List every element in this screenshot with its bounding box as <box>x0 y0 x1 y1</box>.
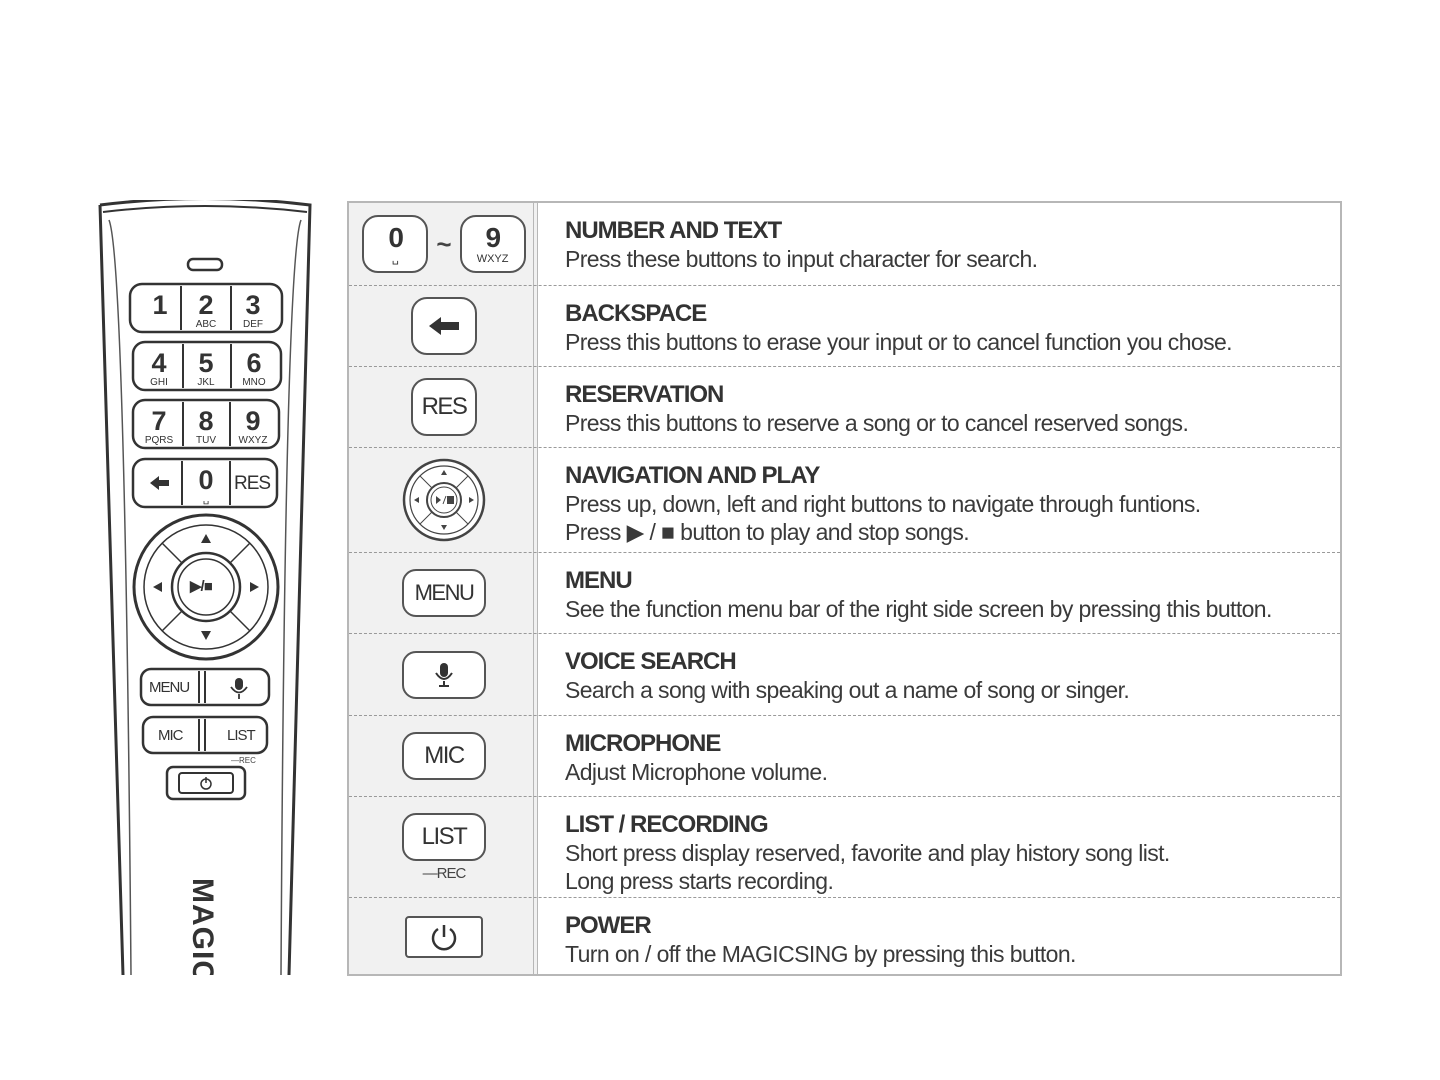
guide-desc: See the function menu bar of the right s… <box>565 596 1272 622</box>
remote-mic-label: MIC <box>158 727 183 744</box>
microphone-icon <box>402 650 486 699</box>
guide-title: MICROPHONE <box>565 730 721 757</box>
guide-title: NAVIGATION AND PLAY <box>565 462 820 489</box>
guide-desc: Press these buttons to input character f… <box>565 246 1038 272</box>
remote-menu-label: MENU <box>149 679 190 696</box>
guide-title: RESERVATION <box>565 381 724 408</box>
menu-button-icon: MENU <box>402 569 486 617</box>
guide-row-voice-search: VOICE SEARCH Search a song with speaking… <box>349 634 1340 716</box>
guide-row-reservation: RES RESERVATION Press this buttons to re… <box>349 367 1340 448</box>
tilde-symbol: ~ <box>436 228 452 259</box>
remote-brand-text: MAGIC <box>186 878 219 975</box>
guide-row-backspace: BACKSPACE Press this buttons to erase yo… <box>349 286 1340 367</box>
guide-desc: Press ▶ / ■ button to play and stop song… <box>565 519 970 545</box>
power-icon <box>405 916 483 958</box>
guide-text: NUMBER AND TEXT Press these buttons to i… <box>565 217 1336 273</box>
guide-desc: Turn on / off the MAGICSING by pressing … <box>565 941 1076 967</box>
guide-row-power: POWER Turn on / off the MAGICSING by pre… <box>349 898 1340 976</box>
backspace-arrow-icon <box>411 297 477 355</box>
guide-title: LIST / RECORDING <box>565 811 769 838</box>
guide-row-microphone: MIC MICROPHONE Adjust Microphone volume. <box>349 716 1340 797</box>
guide-title: MENU <box>565 567 633 594</box>
guide-desc: Press this buttons to erase your input o… <box>565 329 1233 355</box>
guide-row-menu: MENU MENU See the function menu bar of t… <box>349 553 1340 634</box>
remote-key-0: 0␣ <box>198 465 214 505</box>
remote-play-label: ▶/■ <box>190 578 213 595</box>
remote-res-label: RES <box>234 473 271 494</box>
navigation-dial-icon <box>402 458 486 542</box>
guide-title: BACKSPACE <box>565 300 707 327</box>
guide-desc: Short press display reserved, favorite a… <box>565 840 1170 866</box>
guide-desc: Search a song with speaking out a name o… <box>565 677 1130 703</box>
key-0-icon: 0␣ <box>362 215 429 273</box>
mic-button-icon: MIC <box>402 732 486 780</box>
guide-row-navigation: NAVIGATION AND PLAY Press up, down, left… <box>349 448 1340 553</box>
guide-title: VOICE SEARCH <box>565 648 737 675</box>
remote-key-1: 1 <box>152 290 168 320</box>
guide-title: NUMBER AND TEXT <box>565 217 782 244</box>
guide-desc: Adjust Microphone volume. <box>565 759 828 785</box>
remote-rec-mark: —REC <box>231 756 256 765</box>
res-button-icon: RES <box>411 378 477 436</box>
guide-title: POWER <box>565 912 652 939</box>
guide-row-list-recording: LIST —REC LIST / RECORDING Short press d… <box>349 797 1340 898</box>
remote-body-outline <box>98 200 312 975</box>
guide-desc: Press up, down, left and right buttons t… <box>565 491 1201 517</box>
list-button-icon: LIST <box>402 812 486 861</box>
remote-list-label: LIST <box>227 727 256 744</box>
rec-sublabel: —REC <box>422 864 467 882</box>
guide-desc: Long press starts recording. <box>565 868 834 894</box>
guide-desc: Press this buttons to reserve a song or … <box>565 410 1189 436</box>
